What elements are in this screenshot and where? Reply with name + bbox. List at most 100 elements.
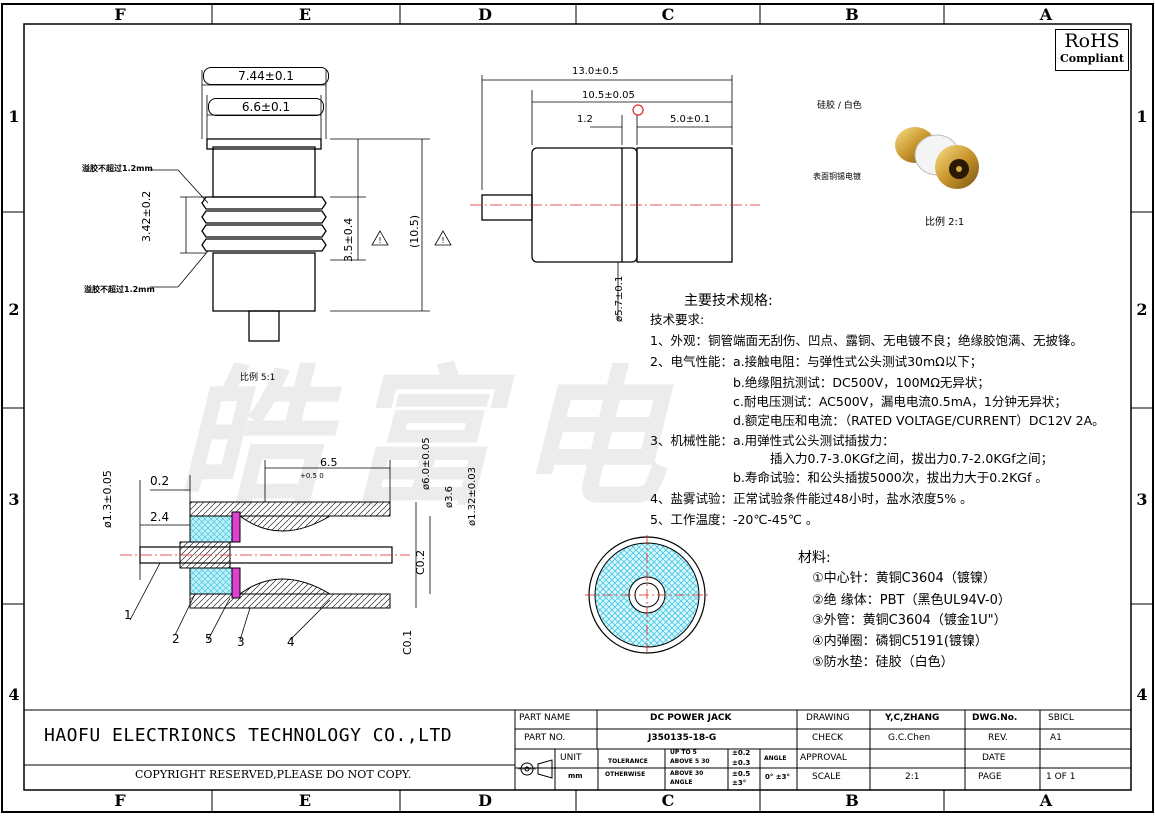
unit-value: mm	[568, 772, 583, 780]
watermark-logo: 皓富电	[175, 353, 686, 527]
product-photo	[895, 127, 979, 189]
date-label: DATE	[982, 753, 1006, 763]
tol-val-3: ±0.5	[732, 770, 751, 778]
tol-val-1: ±0.2	[732, 749, 751, 757]
dwg-no-value: SBICL	[1048, 713, 1074, 723]
material-item-1: ①中心针：黄铜C3604（镀镍）	[812, 571, 996, 586]
page-label: PAGE	[978, 772, 1002, 782]
section-view	[120, 460, 431, 641]
zone-col-b-bottom: B	[845, 791, 859, 810]
material-item-3: ③外管：黄铜C3604（镀金1U"）	[812, 613, 1007, 628]
material-item-4: ④内弹圈：磷铜C5191(镀镍）	[812, 634, 988, 649]
zone-row-3: 3	[8, 490, 20, 509]
dim-inner-width: 6.6±0.1	[208, 98, 324, 116]
page-value: 1 OF 1	[1046, 772, 1076, 782]
rev-value: A1	[1050, 733, 1062, 743]
zone-col-e: E	[298, 5, 312, 24]
spec-line-2: 2、电气性能：a.接触电阻：与弹性式公头测试30mΩ以下；	[650, 354, 983, 369]
callout-4: 4	[287, 635, 295, 649]
photo-label-bottom: 表面铜锡电镀	[813, 172, 861, 181]
svg-text:!: !	[378, 236, 381, 245]
zone-row-2-right: 2	[1136, 300, 1148, 319]
spec-line-0: 技术要求:	[650, 312, 705, 327]
check-value: G.C.Chen	[888, 733, 931, 743]
spec-line-1: 1、外观：铜管端面无刮伤、凹点、露铜、无电镀不良；绝缘胶饱满、无披锋。	[650, 333, 1083, 348]
dim-side-right: 5.0±0.1	[670, 114, 711, 125]
svg-text:!: !	[441, 236, 444, 245]
angle-label: ANGLE	[764, 755, 787, 762]
tol-row-2: ABOVE 5 30	[670, 758, 710, 765]
tolerance-label: TOLERANCE	[608, 758, 648, 765]
front-view-scale: 比例 5:1	[240, 373, 276, 383]
dim-2-4: 2.4	[150, 510, 170, 524]
zone-col-e-bottom: E	[298, 791, 312, 810]
rohs-badge: RoHS Compliant	[1055, 29, 1129, 71]
approval-label: APPROVAL	[800, 753, 847, 763]
material-item-2: ②绝 缘体：PBT（黑色UL94V-0）	[812, 593, 1011, 608]
spec-line-10: 5、工作温度：-20℃-45℃ 。	[650, 512, 819, 527]
callout-3: 3	[237, 635, 245, 649]
tol-row-1: UP TO 5	[670, 749, 697, 756]
zone-col-c: C	[661, 5, 675, 24]
spec-line-8: b.寿命试验：和公头插拔5000次，拔出力大于0.2KGf 。	[733, 470, 1048, 485]
dim-side-mid: 10.5±0.05	[582, 90, 635, 101]
dim-side-small: 1.2	[577, 114, 593, 125]
spec-line-9: 4、盐雾试验：正常试验条件能过48小时，盐水浓度5% 。	[650, 491, 973, 506]
dim-6-5: 6.5	[320, 456, 338, 469]
zone-col-a: A	[1039, 5, 1053, 24]
callout-1: 1	[124, 608, 132, 622]
rohs-subtitle: Compliant	[1060, 52, 1124, 65]
angle-value: 0° ±3°	[765, 773, 791, 781]
check-label: CHECK	[812, 733, 843, 743]
spec-line-4: c.耐电压测试：AC500V，漏电电流0.5mA，1分钟无异状；	[733, 394, 1067, 409]
tol-row-3: ABOVE 30	[670, 770, 704, 777]
zone-row-3-right: 3	[1136, 490, 1148, 509]
part-name-value: DC POWER JACK	[650, 713, 732, 723]
dim-outer-width: 7.44±0.1	[203, 67, 329, 85]
note-glue-bottom: 溢胶不超过1.2mm	[84, 285, 155, 294]
zone-row-2: 2	[8, 300, 20, 319]
spec-line-7: 插入力0.7-3.0KGf之间，拔出力0.7-2.0KGf之间；	[770, 451, 1054, 466]
material-item-5: ⑤防水垫：硅胶（白色）	[812, 655, 954, 670]
otherwise-label: OTHERWISE	[605, 771, 646, 778]
unit-label: UNIT	[560, 753, 582, 763]
callout-2: 2	[172, 632, 180, 646]
zone-col-f: F	[114, 5, 126, 24]
note-glue-top: 溢胶不超过1.2mm	[82, 164, 153, 173]
drawing-label: DRAWING	[806, 713, 850, 723]
zone-col-a-bottom: A	[1039, 791, 1053, 810]
rohs-title: RoHS	[1064, 30, 1120, 52]
spec-heading: 主要技术规格:	[684, 293, 773, 309]
spec-line-6: 3、机械性能：a.用弹性式公头测试插拔力：	[650, 433, 895, 448]
rev-label: REV.	[988, 733, 1008, 743]
zone-col-b: B	[845, 5, 859, 24]
part-no-label: PART NO.	[524, 733, 566, 743]
dwg-no-label: DWG.No.	[972, 713, 1018, 723]
tol-row-angle: ANGLE	[670, 779, 693, 786]
dim-0-2: 0.2	[150, 474, 170, 488]
zone-col-c-bottom: C	[661, 791, 675, 810]
zone-col-d: D	[478, 5, 492, 24]
callout-5: 5	[205, 632, 213, 646]
part-no-value: J350135-18-G	[648, 733, 717, 743]
spec-line-5: d.额定电压和电流：（RATED VOLTAGE/CURRENT）DC12V 2…	[733, 413, 1105, 428]
dim-side-total: 13.0±0.5	[572, 66, 619, 77]
drawing-value: Y,C,ZHANG	[885, 713, 940, 723]
zone-col-d-bottom: D	[478, 791, 492, 810]
photo-label-top: 硅胶 / 白色	[817, 101, 862, 111]
zone-row-1: 1	[8, 107, 20, 126]
company-name: HAOFU ELECTRIONCS TECHNOLOGY CO.,LTD	[44, 725, 453, 746]
photo-scale: 比例 2:1	[925, 217, 965, 228]
scale-label: SCALE	[812, 772, 841, 782]
spec-line-3: b.绝缘阻抗测试：DC500V，100MΩ无异状；	[733, 375, 990, 390]
zone-col-f-bottom: F	[114, 791, 126, 810]
dim-6-5-tol: +0.5 0	[300, 472, 324, 480]
side-view	[470, 75, 760, 320]
tol-val-angle: ±3°	[732, 779, 747, 787]
part-name-label: PART NAME	[519, 713, 571, 723]
tol-val-2: ±0.3	[732, 759, 751, 767]
copyright-notice: COPYRIGHT RESERVED,PLEASE DO NOT COPY.	[135, 768, 412, 781]
front-view: ! !	[150, 70, 452, 342]
